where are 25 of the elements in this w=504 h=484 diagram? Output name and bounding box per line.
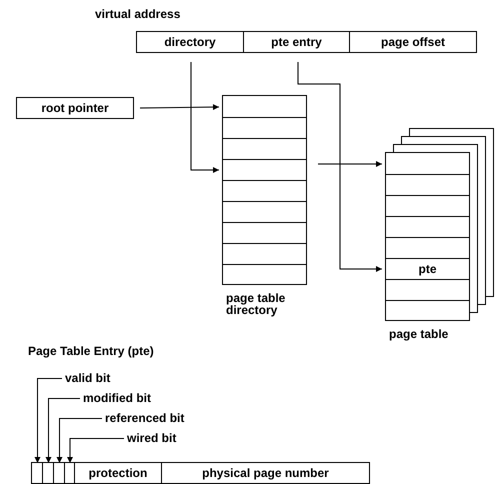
register-field: pte entry bbox=[244, 32, 350, 52]
bit-label: modified bit bbox=[83, 392, 151, 405]
arrow bbox=[298, 62, 382, 272]
register-field: directory bbox=[137, 32, 244, 52]
pte-register bbox=[31, 462, 370, 484]
pte-entry: pte bbox=[386, 258, 469, 280]
register-heading: virtual address bbox=[95, 8, 180, 21]
arrow bbox=[140, 104, 220, 110]
table-caption: page table bbox=[389, 328, 450, 340]
arrow bbox=[318, 161, 382, 167]
bit-label: referenced bit bbox=[105, 412, 184, 425]
leader-line bbox=[46, 398, 80, 464]
pointer-register: root pointer bbox=[16, 97, 134, 119]
register-field: page offset bbox=[350, 32, 476, 52]
bit-label: valid bit bbox=[65, 372, 110, 385]
leader-line bbox=[56, 418, 102, 464]
leader-line bbox=[67, 438, 124, 464]
bit-label: wired bit bbox=[127, 432, 176, 445]
section-heading: Page Table Entry (pte) bbox=[28, 345, 154, 358]
arrow bbox=[190, 62, 220, 173]
register-field: protection bbox=[75, 463, 162, 483]
register-field: physical page number bbox=[162, 463, 369, 483]
leader-line bbox=[34, 378, 62, 464]
table-entry bbox=[223, 159, 306, 181]
table-caption: page table directory bbox=[226, 292, 286, 316]
